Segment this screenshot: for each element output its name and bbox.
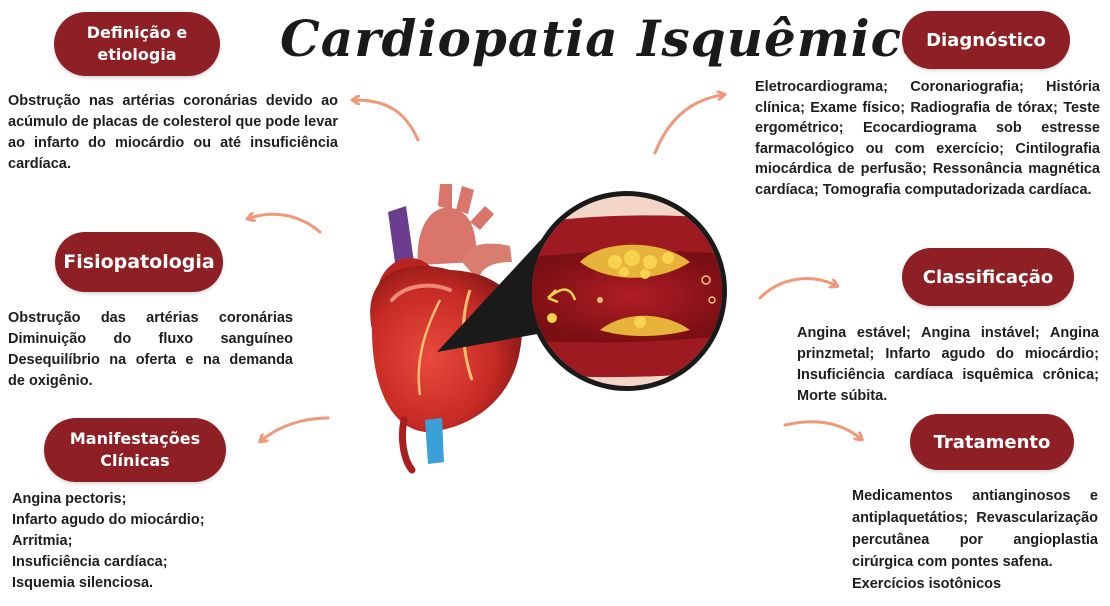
definicao-label: Definição e etiologia: [54, 12, 220, 76]
arrow-to-fisiopatologia: [250, 214, 320, 232]
arrow-to-definicao: [355, 100, 418, 140]
artery-magnifier-icon: [520, 191, 740, 391]
diagnostico-text: Eletrocardiograma; Coronariografia; Hist…: [755, 77, 1100, 201]
tratamento-body: Medicamentos antianginosos e antiplaquet…: [852, 488, 1098, 570]
definicao-text: Obstrução nas artérias coronárias devido…: [8, 91, 338, 175]
list-item: Isquemia silenciosa.: [12, 573, 272, 594]
arrow-to-tratamento: [785, 422, 860, 438]
arrow-to-classificacao: [760, 279, 835, 298]
classificacao-label: Classificação: [902, 248, 1074, 306]
list-item: de oxigênio.: [8, 371, 293, 392]
list-item: Insuficiência cardíaca;: [12, 552, 272, 573]
classificacao-text: Angina estável; Angina instável; Angina …: [797, 323, 1099, 407]
list-item: Arritmia;: [12, 531, 272, 552]
arrow-to-diagnostico: [655, 95, 722, 153]
fisiopatologia-label: Fisiopatologia: [55, 232, 223, 292]
manifestacoes-label: Manifestações Clínicas: [44, 418, 226, 482]
list-item: Obstrução das artérias coronárias: [8, 308, 293, 329]
tratamento-label: Tratamento: [910, 414, 1074, 470]
list-item: Diminuição do fluxo sanguíneo: [8, 329, 293, 350]
tratamento-text: Medicamentos antianginosos e antiplaquet…: [852, 485, 1098, 595]
list-item: Angina pectoris;: [12, 489, 272, 510]
arrow-to-manifestacoes: [262, 418, 328, 440]
manifestacoes-list: Angina pectoris; Infarto agudo do miocár…: [12, 489, 272, 594]
tratamento-extra: Exercícios isotônicos: [852, 576, 1001, 592]
fisiopatologia-list: Obstrução das artérias coronárias Diminu…: [8, 308, 293, 392]
list-item: Desequilíbrio na oferta e na demanda: [8, 350, 293, 371]
list-item: Infarto agudo do miocárdio;: [12, 510, 272, 531]
diagnostico-label: Diagnóstico: [902, 11, 1070, 69]
